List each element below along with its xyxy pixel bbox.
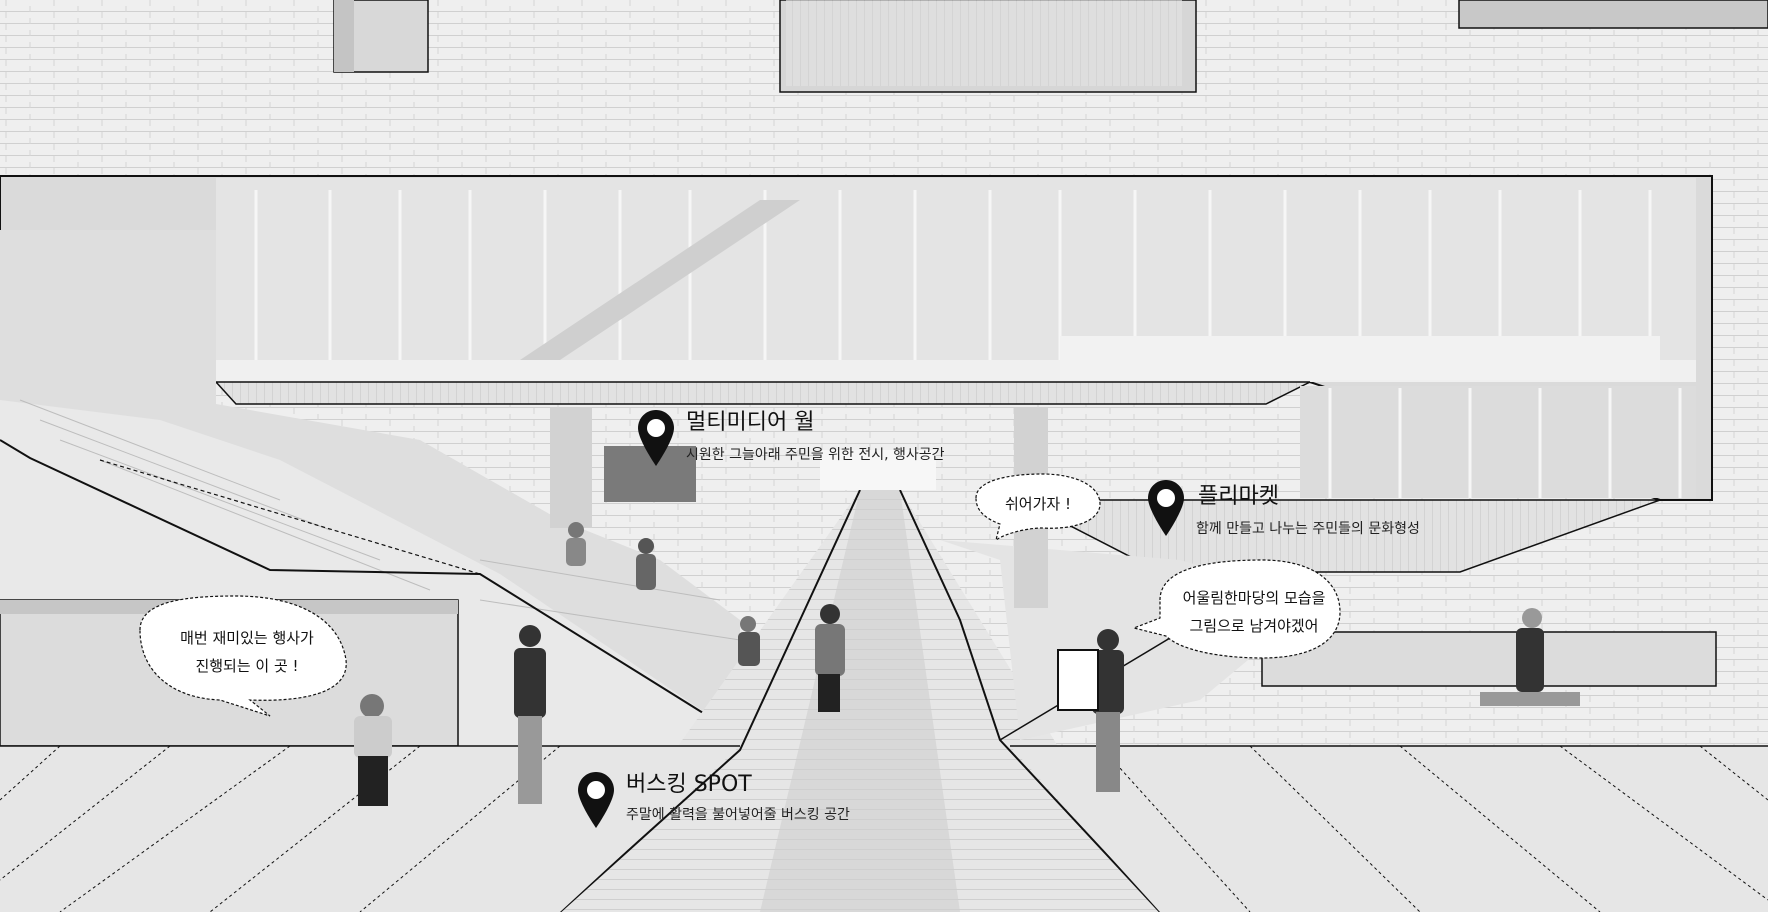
lower-right-window bbox=[1261, 631, 1717, 687]
top-window-right bbox=[1458, 0, 1768, 29]
people bbox=[354, 522, 1580, 806]
map-pin-icon bbox=[578, 772, 614, 828]
right-glass bbox=[1300, 386, 1696, 498]
speech-bubble-events-text: 매번 재미있는 행사가 진행되는 이 곳 ! bbox=[162, 624, 332, 680]
bubble-line: 진행되는 이 곳 ! bbox=[195, 657, 299, 675]
map-pin-icon bbox=[1148, 480, 1184, 536]
bubble-line: 그림으로 남겨야겠어 bbox=[1189, 617, 1319, 635]
multimedia-wall-title: 멀티미디어 월 bbox=[686, 410, 815, 435]
upper-slab bbox=[214, 381, 1311, 405]
flea-market-title: 플리마켓 bbox=[1198, 484, 1279, 509]
map-pin-icon bbox=[638, 410, 674, 466]
right-terrace bbox=[1019, 499, 1661, 573]
speech-bubble-drawing-text: 어울림한마당의 모습을 그림으로 남겨야겠어 bbox=[1170, 584, 1338, 640]
bubble-line: 쉬어가자 ! bbox=[1005, 495, 1071, 513]
bubble-line: 매번 재미있는 행사가 bbox=[180, 629, 314, 647]
multimedia-wall-subtitle: 시원한 그늘아래 주민을 위한 전시, 행사공간 bbox=[686, 447, 945, 463]
ground-plaza bbox=[0, 746, 740, 912]
busking-spot-subtitle: 주말에 활력을 불어넣어줄 버스킹 공간 bbox=[626, 807, 850, 823]
busking-spot-title: 버스킹 SPOT bbox=[626, 772, 752, 797]
flea-market-subtitle: 함께 만들고 나누는 주민들의 문화형성 bbox=[1196, 521, 1420, 537]
speech-bubble-rest-text: 쉬어가자 ! bbox=[982, 490, 1094, 518]
column-left bbox=[550, 408, 592, 528]
bubble-line: 어울림한마당의 모습을 bbox=[1182, 589, 1326, 607]
